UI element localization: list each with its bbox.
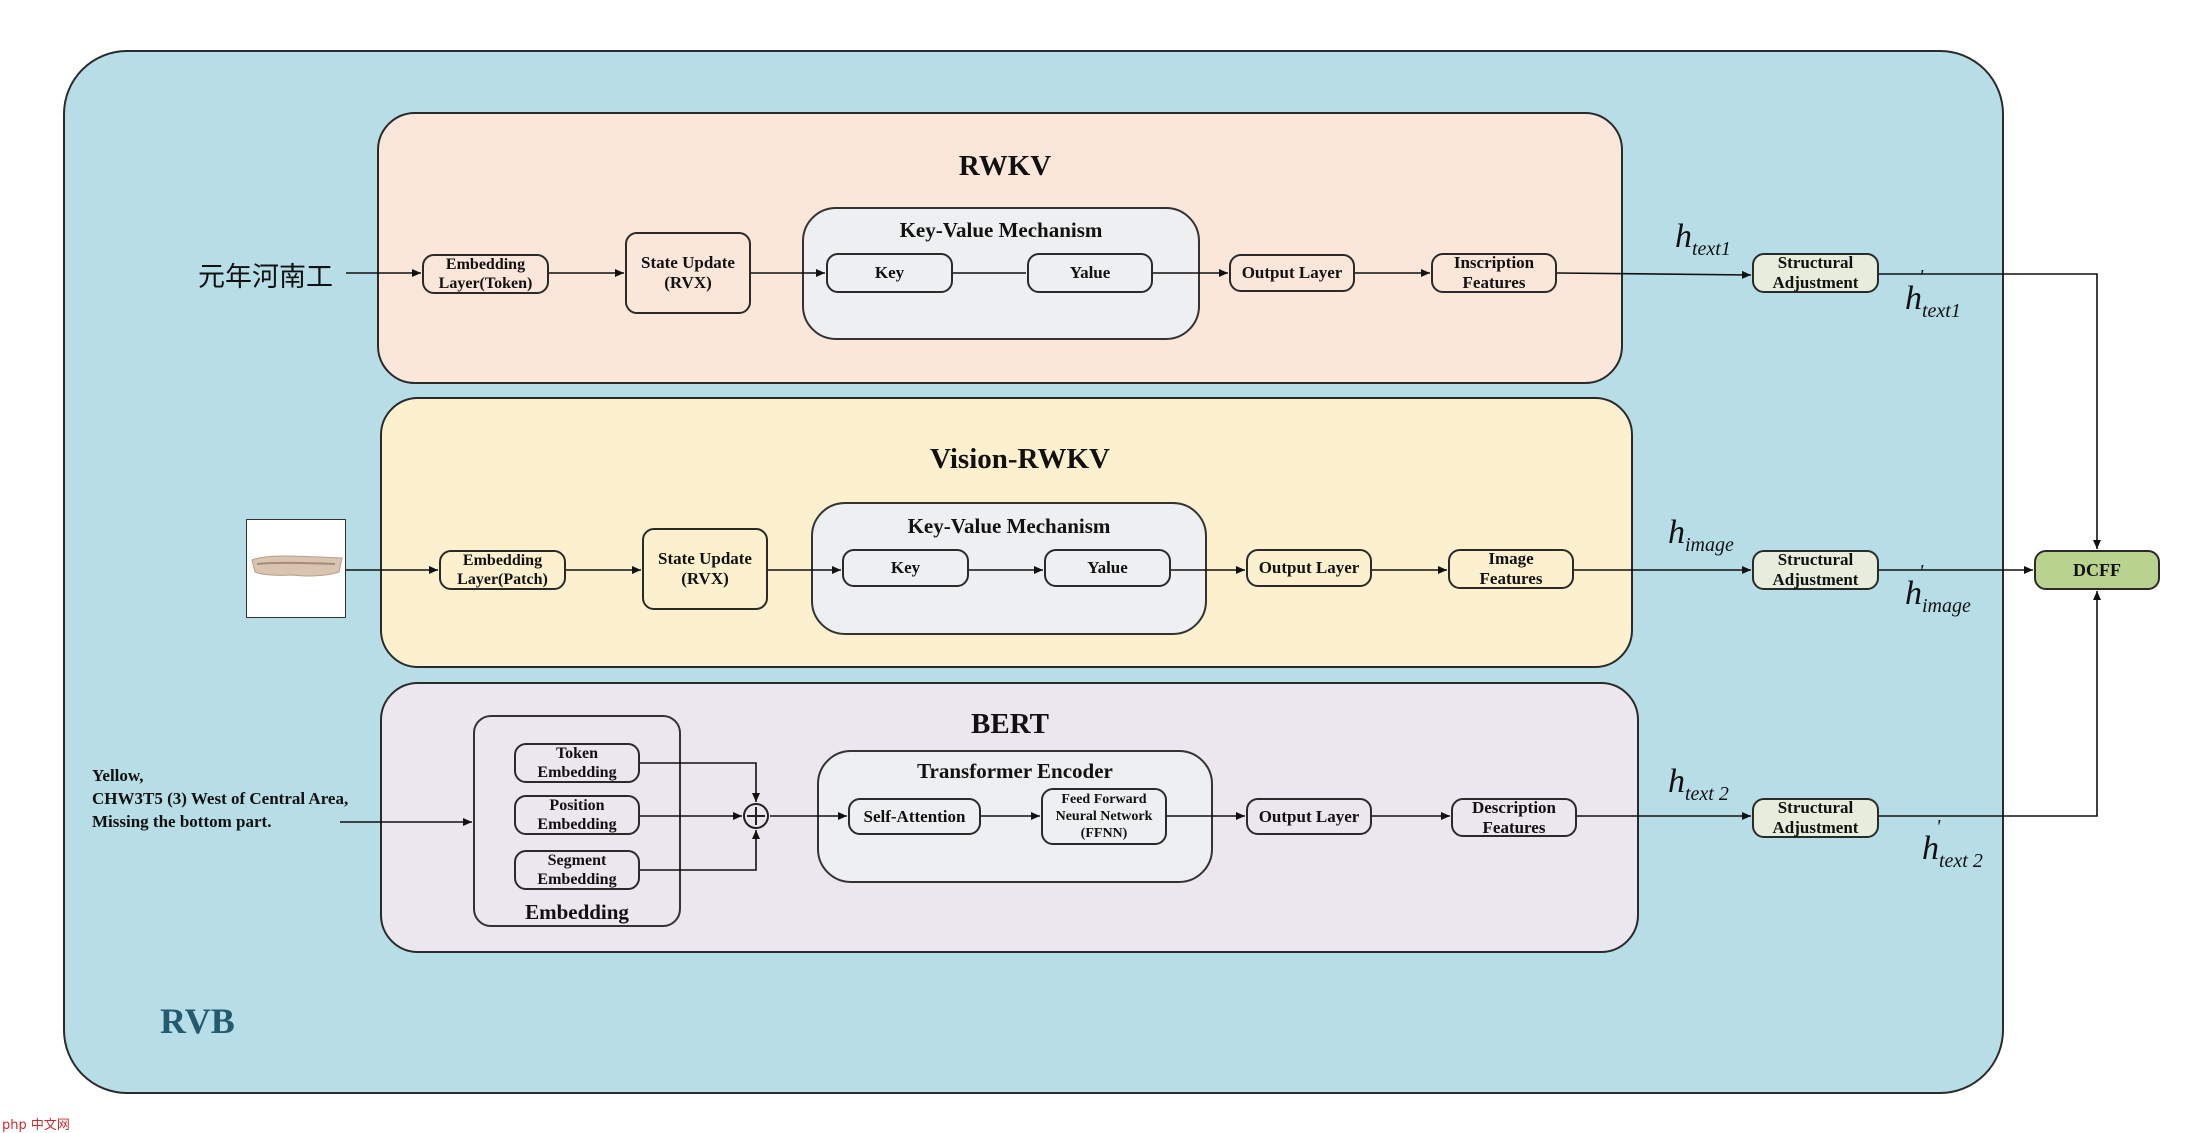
description-features: Description Features [1451, 798, 1577, 837]
artifact-fragment-icon [251, 555, 343, 577]
h-prime-text2-label: h'text 2 [1922, 816, 1983, 872]
rwkv-structural-adjustment: Structural Adjustment [1752, 253, 1879, 293]
rwkv-kv-title: Key-Value Mechanism [899, 218, 1103, 242]
vision-key: Key [842, 549, 969, 587]
text2-feature-cube-icon [1923, 738, 1971, 802]
rwkv-state-update: State Update (RVX) [625, 232, 751, 314]
description-input-text: Yellow, CHW3T5 (3) West of Central Area,… [92, 766, 349, 831]
h-text1-label: htext1 [1675, 218, 1731, 260]
inscription-features: Inscription Features [1431, 253, 1557, 293]
bert-title: BERT [971, 708, 1049, 740]
embedding-group [473, 715, 681, 927]
image-feature-cube-icon [1923, 492, 1971, 556]
token-embedding: Token Embedding [514, 743, 640, 783]
sum-operator-icon [743, 803, 769, 829]
vision-kv-title: Key-Value Mechanism [907, 514, 1111, 538]
transformer-encoder-title: Transformer Encoder [917, 759, 1113, 783]
h-image-label: himage [1668, 514, 1734, 556]
bert-structural-adjustment: Structural Adjustment [1752, 798, 1879, 838]
rvb-label: RVB [160, 1001, 235, 1041]
bert-output-layer: Output Layer [1246, 798, 1372, 835]
embedding-group-title: Embedding [525, 900, 629, 924]
text1-feature-cube-icon [1923, 198, 1971, 262]
vision-value: Yalue [1044, 549, 1171, 587]
inscription-input-text: 元年河南工 [198, 262, 333, 292]
watermark-logo: php 中文网 [2, 1118, 70, 1133]
rwkv-output-layer: Output Layer [1229, 254, 1355, 292]
artifact-image [246, 519, 346, 618]
vision-kv-mechanism [811, 502, 1207, 635]
patch-embedding-layer: Embedding Layer(Patch) [439, 550, 566, 590]
rwkv-value: Yalue [1027, 253, 1153, 293]
rwkv-key: Key [826, 253, 953, 293]
vision-structural-adjustment: Structural Adjustment [1752, 550, 1879, 590]
self-attention: Self-Attention [848, 798, 981, 835]
segment-embedding: Segment Embedding [514, 850, 640, 890]
h-prime-text1-label: h'text1 [1905, 266, 1961, 322]
vision-state-update: State Update (RVX) [642, 528, 768, 610]
vision-output-layer: Output Layer [1246, 549, 1372, 587]
image-features: Image Features [1448, 549, 1574, 589]
vision-rwkv-title: Vision-RWKV [930, 443, 1110, 475]
h-prime-image-label: h'image [1905, 561, 1971, 617]
h-text2-label: htext 2 [1668, 763, 1729, 805]
feed-forward-network: Feed Forward Neural Network (FFNN) [1041, 788, 1167, 845]
rwkv-title: RWKV [958, 150, 1052, 182]
token-embedding-layer: Embedding Layer(Token) [422, 254, 549, 294]
position-embedding: Position Embedding [514, 795, 640, 835]
dcff-fusion: DCFF [2034, 550, 2160, 590]
